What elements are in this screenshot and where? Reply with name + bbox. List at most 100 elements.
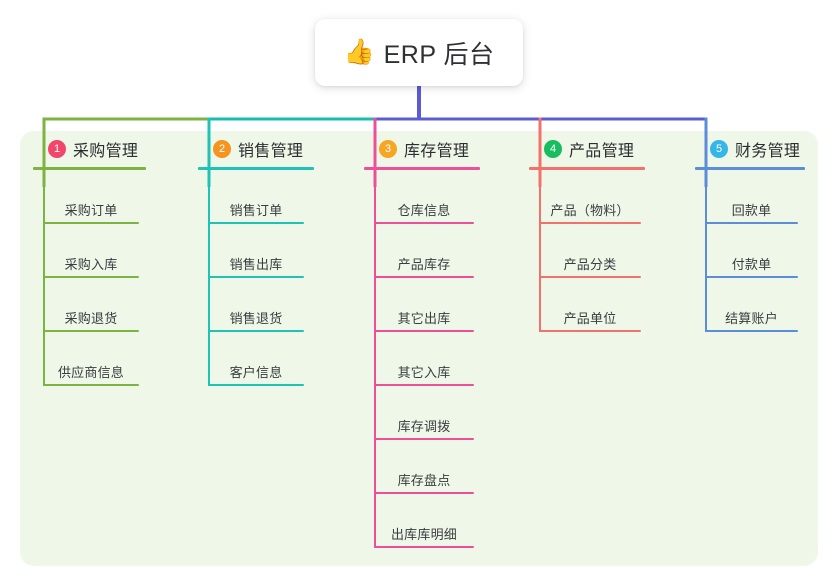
column-number-badge: 4	[544, 140, 562, 158]
leaf-node-label: 产品分类	[563, 257, 617, 272]
leaf-node-rule	[539, 276, 641, 278]
leaf-node-rule	[374, 222, 474, 224]
column-number-badge: 5	[710, 140, 728, 158]
leaf-node-label: 产品（物料）	[550, 203, 630, 218]
root-node-erp-backend[interactable]: 👍 ERP 后台	[315, 19, 523, 86]
leaf-node[interactable]: 采购退货	[43, 278, 139, 332]
leaf-node-label: 销售出库	[229, 257, 283, 272]
leaf-node-rule	[43, 222, 139, 224]
page-title: ERP 后台	[383, 40, 495, 69]
leaf-node[interactable]: 出库库明细	[374, 494, 474, 548]
leaf-node[interactable]: 仓库信息	[374, 170, 474, 224]
leaf-node-rule	[374, 384, 474, 386]
leaf-node-label: 付款单	[731, 257, 772, 272]
column-title: 采购管理	[73, 143, 139, 160]
column-number-badge: 1	[48, 140, 66, 158]
column-header-rule	[198, 167, 314, 170]
leaf-node-rule	[43, 384, 139, 386]
column-items: 采购订单采购入库采购退货供应商信息	[33, 170, 161, 386]
leaf-node[interactable]: 销售订单	[208, 170, 304, 224]
leaf-node[interactable]: 采购入库	[43, 224, 139, 278]
leaf-node[interactable]: 回款单	[705, 170, 798, 224]
leaf-node[interactable]: 产品（物料）	[539, 170, 641, 224]
leaf-node-label: 库存盘点	[397, 473, 451, 488]
leaf-node-label: 结算账户	[725, 311, 778, 326]
leaf-node-label: 产品库存	[397, 257, 451, 272]
leaf-node[interactable]: 其它入库	[374, 332, 474, 386]
leaf-node-label: 采购入库	[64, 257, 118, 272]
leaf-node-label: 采购订单	[64, 203, 118, 218]
leaf-node-rule	[208, 276, 304, 278]
column-items: 仓库信息产品库存其它出库其它入库库存调拨库存盘点出库库明细	[364, 170, 492, 548]
leaf-node-rule	[43, 276, 139, 278]
column-title: 销售管理	[238, 143, 304, 160]
leaf-node-label: 库存调拨	[397, 419, 451, 434]
leaf-node[interactable]: 产品单位	[539, 278, 641, 332]
leaf-node-label: 供应商信息	[57, 365, 124, 380]
columns-container: 1 采购管理采购订单采购入库采购退货供应商信息 2 销售管理销售订单销售出库销售退货客…	[0, 131, 839, 566]
leaf-node-label: 销售退货	[229, 311, 283, 326]
column-title: 产品管理	[569, 143, 635, 160]
column-spine	[374, 170, 376, 548]
leaf-node[interactable]: 结算账户	[705, 278, 798, 332]
leaf-node-rule	[374, 330, 474, 332]
leaf-node-label: 其它入库	[397, 365, 451, 380]
leaf-node[interactable]: 库存调拨	[374, 386, 474, 440]
leaf-node-rule	[705, 330, 798, 332]
leaf-node-rule	[208, 330, 304, 332]
leaf-node-rule	[374, 276, 474, 278]
column-items: 回款单付款单结算账户	[695, 170, 815, 332]
column-5: 5 财务管理回款单付款单结算账户	[695, 131, 815, 332]
column-1: 1 采购管理采购订单采购入库采购退货供应商信息	[33, 131, 161, 386]
leaf-node-label: 销售订单	[229, 203, 283, 218]
column-header-rule	[695, 167, 805, 170]
column-spine	[208, 170, 210, 386]
column-header-rule	[529, 167, 645, 170]
leaf-node-label: 产品单位	[563, 311, 617, 326]
leaf-node[interactable]: 采购订单	[43, 170, 139, 224]
leaf-node[interactable]: 供应商信息	[43, 332, 139, 386]
leaf-node-label: 回款单	[731, 203, 772, 218]
leaf-node-rule	[539, 222, 641, 224]
leaf-node[interactable]: 销售出库	[208, 224, 304, 278]
column-header-1[interactable]: 1 采购管理	[33, 131, 161, 167]
thumbs-up-icon: 👍	[343, 38, 375, 66]
column-items: 产品（物料） 产品分类产品单位	[529, 170, 657, 332]
column-header-4[interactable]: 4 产品管理	[529, 131, 657, 167]
leaf-node[interactable]: 库存盘点	[374, 440, 474, 494]
column-header-rule	[364, 167, 480, 170]
leaf-node-rule	[539, 330, 641, 332]
column-number-badge: 3	[379, 140, 397, 158]
leaf-node-rule	[374, 546, 474, 548]
column-spine	[539, 170, 541, 332]
leaf-node[interactable]: 付款单	[705, 224, 798, 278]
leaf-node-rule	[705, 222, 798, 224]
leaf-node-label: 出库库明细	[390, 527, 457, 542]
leaf-node[interactable]: 产品库存	[374, 224, 474, 278]
leaf-node-label: 客户信息	[229, 365, 283, 380]
leaf-node[interactable]: 其它出库	[374, 278, 474, 332]
leaf-node-label: 仓库信息	[397, 203, 451, 218]
column-header-5[interactable]: 5 财务管理	[695, 131, 815, 167]
column-header-rule	[33, 167, 146, 170]
leaf-node[interactable]: 客户信息	[208, 332, 304, 386]
column-number-badge: 2	[213, 140, 231, 158]
column-spine	[43, 170, 45, 386]
leaf-node-rule	[374, 492, 474, 494]
leaf-node-label: 采购退货	[64, 311, 118, 326]
column-2: 2 销售管理销售订单销售出库销售退货客户信息	[198, 131, 326, 386]
column-title: 财务管理	[735, 143, 801, 160]
column-header-2[interactable]: 2 销售管理	[198, 131, 326, 167]
column-spine	[705, 170, 707, 332]
leaf-node-rule	[208, 222, 304, 224]
leaf-node-rule	[705, 276, 798, 278]
column-items: 销售订单销售出库销售退货客户信息	[198, 170, 326, 386]
column-4: 4 产品管理产品（物料） 产品分类产品单位	[529, 131, 657, 332]
leaf-node-rule	[43, 330, 139, 332]
leaf-node-rule	[374, 438, 474, 440]
leaf-node-label: 其它出库	[397, 311, 451, 326]
leaf-node[interactable]: 销售退货	[208, 278, 304, 332]
leaf-node[interactable]: 产品分类	[539, 224, 641, 278]
